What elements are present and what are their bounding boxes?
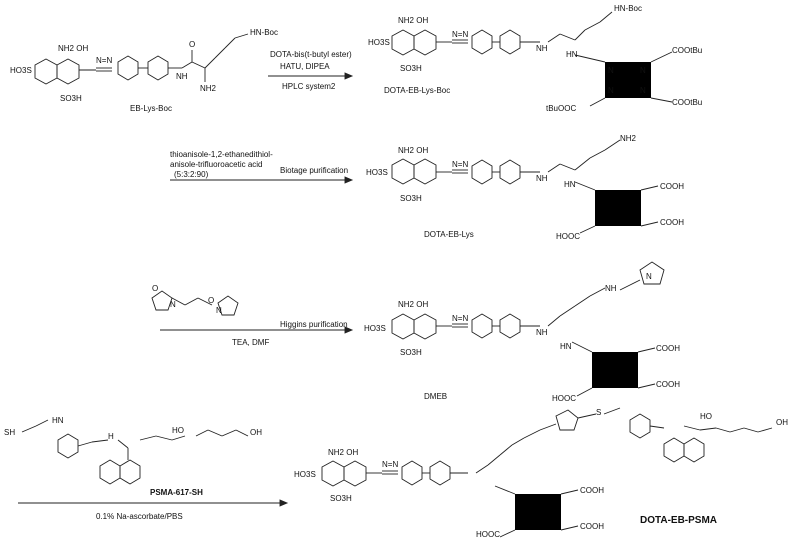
psma-ho: HO xyxy=(172,426,184,435)
psma-sh: SH xyxy=(4,428,16,437)
nhs-n: N xyxy=(216,306,222,315)
maleimide-nhs-structure xyxy=(151,290,239,316)
dota-eb-lys-boc-structure xyxy=(391,11,673,107)
dota-eb-lys-boc-so3h: SO3H xyxy=(400,64,422,73)
dota-eb-lys-so3h: SO3H xyxy=(400,194,422,203)
dota-eb-lys-hooc: HOOC xyxy=(556,232,580,241)
dmeb-hooc: HOOC xyxy=(552,394,576,403)
dota-eb-psma-name: DOTA-EB-PSMA xyxy=(640,515,718,526)
dota-eb-psma-cooh-1: COOH xyxy=(580,486,604,495)
psma-h: H xyxy=(108,432,114,441)
step2-reagent-1: thioanisole-1,2-ethanedithiol- xyxy=(170,150,273,159)
psma-oh: OH xyxy=(250,428,262,437)
dota-eb-lys-structure xyxy=(391,139,659,234)
dmeb-so3h: SO3H xyxy=(400,348,422,357)
step3-reagent: TEA, DMF xyxy=(232,338,270,347)
dota-eb-lys-boc-nh: NH xyxy=(536,44,548,53)
eb-lys-boc-o: O xyxy=(189,40,196,49)
dota-eb-lys-boc-azo: N=N xyxy=(452,30,469,39)
dota-eb-psma-structure xyxy=(321,407,773,538)
dmeb-maleimide-n: N xyxy=(646,272,652,281)
step1-reagent-2: HATU, DIPEA xyxy=(280,62,330,71)
dota-eb-lys-boc-n2: N xyxy=(640,66,646,75)
nhs-o: O xyxy=(208,296,215,305)
step1-reagent-3: HPLC system2 xyxy=(282,82,336,91)
dmeb-hn: HN xyxy=(560,342,572,351)
dota-eb-lys-boc-ho3s: HO3S xyxy=(368,38,390,47)
dota-eb-lys-nh: NH xyxy=(536,174,548,183)
dmeb-azo: N=N xyxy=(452,314,469,323)
dota-eb-psma-ho: HO xyxy=(700,412,712,421)
dota-eb-psma-cooh-2: COOH xyxy=(580,522,604,531)
eb-lys-boc-nh: NH xyxy=(176,72,188,81)
dmeb-nh2oh: NH2 OH xyxy=(398,300,429,309)
dota-eb-psma-so3h: SO3H xyxy=(330,494,352,503)
step3-purification: Higgins purification xyxy=(280,320,348,329)
dota-eb-psma-hooc: HOOC xyxy=(476,530,500,539)
dota-eb-psma-s: S xyxy=(596,408,602,417)
dmeb-cooh-2: COOH xyxy=(656,380,680,389)
dota-eb-lys-cooh-1: COOH xyxy=(660,182,684,191)
dmeb-ho3s: HO3S xyxy=(364,324,386,333)
eb-lys-boc-nh2: NH2 xyxy=(200,84,217,93)
eb-lys-boc-so3h: SO3H xyxy=(60,94,82,103)
dota-eb-lys-boc-tbuooc: tBuOOC xyxy=(546,104,577,113)
dota-eb-lys-boc-hnboc: HN-Boc xyxy=(614,4,643,13)
dota-eb-lys-boc-n1: N xyxy=(608,66,614,75)
eb-lys-boc-azo: N=N xyxy=(96,56,113,65)
maleimide-o-1: O xyxy=(152,284,159,293)
dota-eb-lys-nh2oh: NH2 OH xyxy=(398,146,429,155)
dota-eb-psma-ho3s: HO3S xyxy=(294,470,316,479)
step1-reagent-1: DOTA-bis(t-butyl ester) xyxy=(270,50,352,59)
eb-lys-boc-nh2oh: NH2 OH xyxy=(58,44,89,53)
dota-eb-psma-azo: N=N xyxy=(382,460,399,469)
dota-eb-lys-boc-n4: N xyxy=(640,86,646,95)
eb-lys-boc-hnboc: HN-Boc xyxy=(250,28,279,37)
dota-eb-lys-boc-cootbu-2: COOtBu xyxy=(672,98,703,107)
dota-eb-lys-ho3s: HO3S xyxy=(366,168,388,177)
dota-eb-lys-boc-cootbu-1: COOtBu xyxy=(672,46,703,55)
dota-eb-lys-boc-n3: N xyxy=(608,86,614,95)
eb-lys-boc-name: EB-Lys-Boc xyxy=(130,104,172,113)
dmeb-name: DMEB xyxy=(424,392,448,401)
step4-reagent: 0.1% Na-ascorbate/PBS xyxy=(96,512,183,521)
maleimide-n: N xyxy=(170,300,176,309)
dota-eb-lys-boc-hn: HN xyxy=(566,50,578,59)
dota-eb-lys-cooh-2: COOH xyxy=(660,218,684,227)
dota-eb-psma-oh: OH xyxy=(776,418,788,427)
psma-617-sh-structure xyxy=(21,419,249,485)
step2-reagent-2: anisole-trifluoroacetic acid xyxy=(170,160,263,169)
eb-lys-boc-structure xyxy=(34,33,249,85)
dmeb-structure xyxy=(391,261,665,397)
psma-617-sh-name: PSMA-617-SH xyxy=(150,488,203,497)
dota-eb-lys-hn: HN xyxy=(564,180,576,189)
dmeb-nh-2: NH xyxy=(605,284,617,293)
step2-purification: Biotage purification xyxy=(280,166,349,175)
dota-eb-lys-boc-nh2oh: NH2 OH xyxy=(398,16,429,25)
step2-reagent-3: (5:3:2:90) xyxy=(174,170,209,179)
dmeb-nh: NH xyxy=(536,328,548,337)
dota-eb-lys-nh2: NH2 xyxy=(620,134,637,143)
eb-lys-boc-ho3s: HO3S xyxy=(10,66,32,75)
dota-eb-lys-name: DOTA-EB-Lys xyxy=(424,230,474,239)
dota-eb-psma-nh2oh: NH2 OH xyxy=(328,448,359,457)
dota-eb-lys-boc-name: DOTA-EB-Lys-Boc xyxy=(384,86,451,95)
dota-eb-lys-azo: N=N xyxy=(452,160,469,169)
psma-hn: HN xyxy=(52,416,64,425)
dmeb-cooh-1: COOH xyxy=(656,344,680,353)
